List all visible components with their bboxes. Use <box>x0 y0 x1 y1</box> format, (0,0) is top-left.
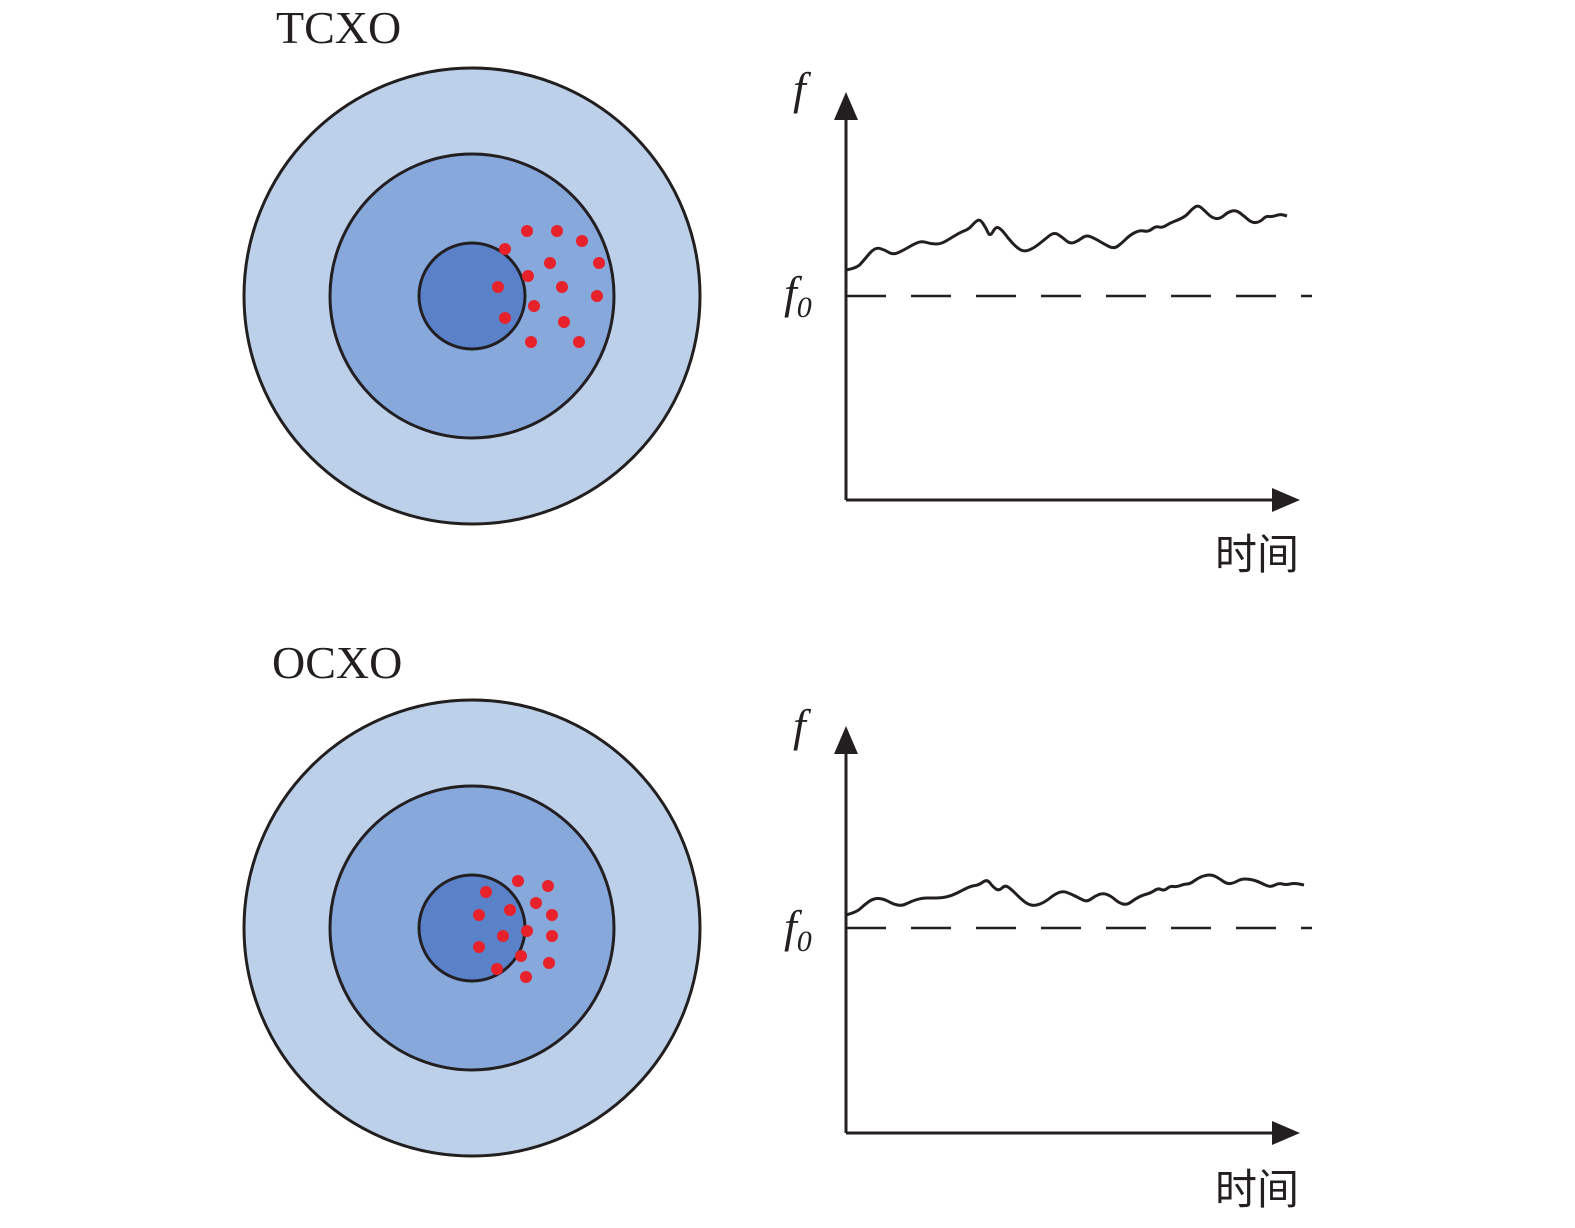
heat-dot <box>473 909 485 921</box>
heat-dot <box>573 336 585 348</box>
heat-dot <box>497 930 509 942</box>
heat-dot <box>499 243 511 255</box>
heat-dot <box>522 270 534 282</box>
inner-core <box>417 241 527 351</box>
heat-dots-tcxo <box>492 225 605 348</box>
x-axis-arrowhead <box>1272 488 1300 512</box>
heat-dot <box>546 909 558 921</box>
y-axis-arrowhead <box>834 92 858 120</box>
heat-dot <box>521 225 533 237</box>
nominal-frequency-label: f0 <box>784 267 812 324</box>
panel-label-ocxo: OCXO <box>272 637 402 688</box>
heat-dot <box>546 930 558 942</box>
heat-dot <box>544 257 556 269</box>
x-axis-label: 时间 <box>1215 530 1299 579</box>
heat-dot <box>499 312 511 324</box>
frequency-chart-ocxo: f f0 时间 <box>784 700 1312 1214</box>
heat-dot <box>515 950 527 962</box>
heat-dot <box>530 897 542 909</box>
frequency-trace <box>845 204 1288 272</box>
heat-dot <box>558 316 570 328</box>
y-axis-arrowhead <box>834 726 858 754</box>
panel-ocxo: OCXO f f0 时间 <box>242 637 1312 1214</box>
heat-dot <box>593 257 605 269</box>
nominal-frequency-subscript: 0 <box>797 925 812 958</box>
heat-dot <box>521 925 533 937</box>
nominal-frequency-subscript: 0 <box>797 291 812 324</box>
heat-dot <box>551 225 563 237</box>
heat-dot <box>542 880 554 892</box>
heat-dot <box>543 957 555 969</box>
y-axis-label: f <box>793 63 812 114</box>
heat-dot <box>591 290 603 302</box>
y-axis-label: f <box>793 700 812 751</box>
heat-dot <box>480 886 492 898</box>
heat-dot <box>528 300 540 312</box>
heat-dot <box>525 336 537 348</box>
oscillator-rings-ocxo <box>242 698 702 1158</box>
heat-dot <box>576 235 588 247</box>
heat-dot <box>556 281 568 293</box>
heat-dot <box>491 963 503 975</box>
panel-label-tcxo: TCXO <box>276 2 401 53</box>
nominal-frequency-label: f0 <box>784 901 812 958</box>
frequency-trace <box>845 873 1305 917</box>
frequency-chart-tcxo: f f0 时间 <box>784 63 1312 579</box>
oscillator-rings-tcxo <box>242 66 702 526</box>
inner-core <box>417 873 527 983</box>
heat-dot <box>512 875 524 887</box>
panel-tcxo: TCXO f f0 时间 <box>242 2 1312 579</box>
x-axis-label: 时间 <box>1215 1165 1299 1214</box>
heat-dot <box>473 941 485 953</box>
heat-dots-ocxo <box>473 875 558 983</box>
heat-dot <box>504 904 516 916</box>
heat-dot <box>520 971 532 983</box>
x-axis-arrowhead <box>1272 1121 1300 1145</box>
heat-dot <box>492 281 504 293</box>
